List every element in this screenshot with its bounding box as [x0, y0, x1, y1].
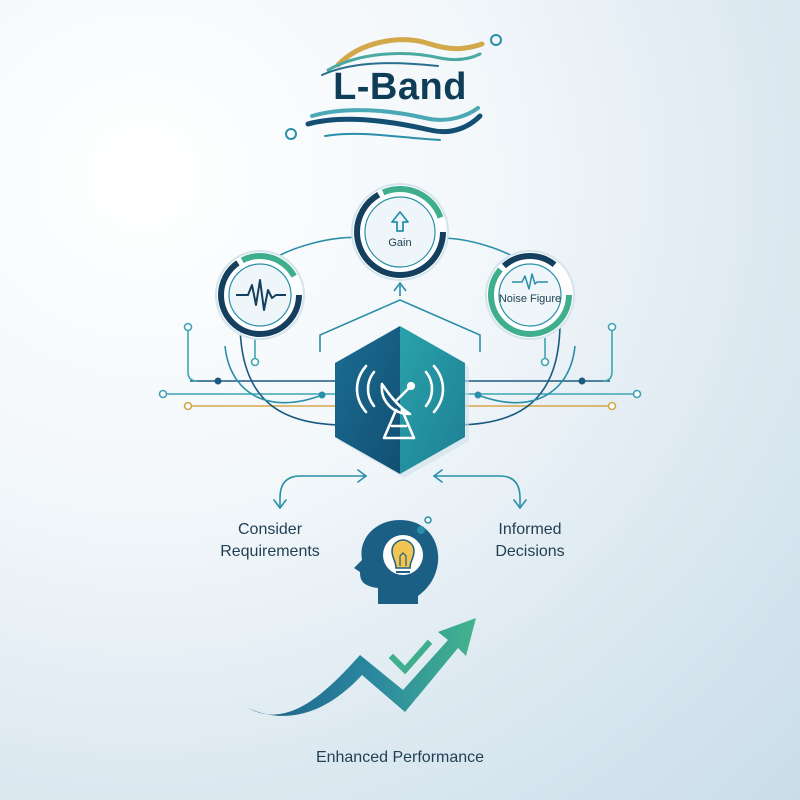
- title-waves-top: [321, 37, 485, 76]
- checkmark-icon: [388, 639, 433, 675]
- informed-decisions-label: Informed Decisions: [495, 521, 565, 560]
- arrow-up-icon: [391, 211, 409, 232]
- title-waves-bottom: [305, 106, 483, 141]
- gain-label: Gain: [388, 237, 412, 249]
- decision-arrows: [273, 469, 527, 510]
- decor-dot-left: [285, 128, 297, 140]
- satellite-dish-icon: [355, 364, 445, 440]
- noise-figure-label: Noise Figure: [498, 293, 562, 305]
- gain-node: [351, 183, 449, 281]
- noise-figure-node: [485, 250, 575, 340]
- decor-dot-top: [490, 34, 502, 46]
- hexagon-core: [335, 326, 469, 478]
- consider-requirements-label: Consider Requirements: [220, 521, 320, 560]
- growth-arrow-icon: [248, 618, 476, 716]
- noise-wave-icon: [512, 273, 548, 290]
- enhanced-performance-label: Enhanced Performance: [315, 749, 485, 766]
- head-lightbulb-icon: [354, 516, 439, 604]
- page-title: L-Band: [333, 66, 467, 108]
- signal-node: [215, 250, 305, 340]
- signal-wave-icon: [236, 279, 286, 311]
